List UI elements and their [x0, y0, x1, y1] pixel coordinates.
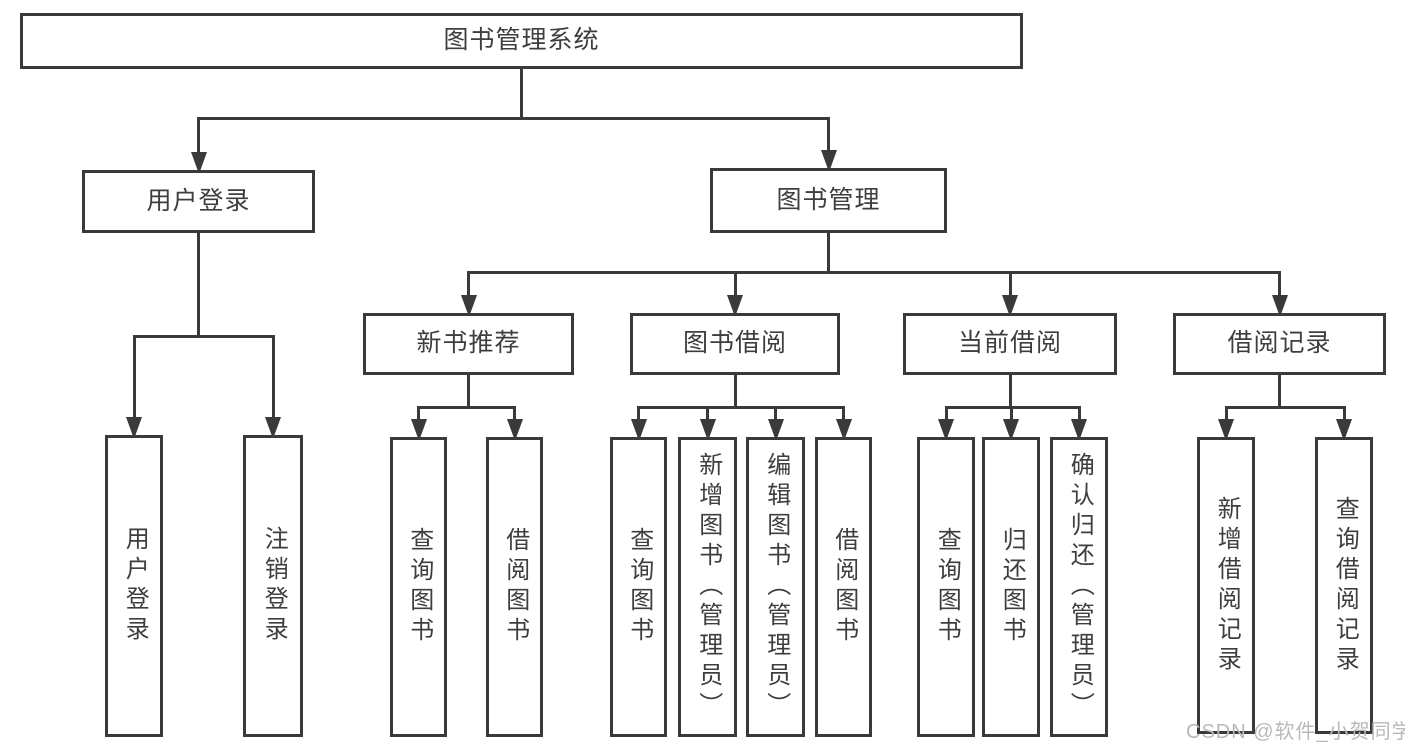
arrow-down-icon	[126, 417, 142, 439]
node-label: 用户登录	[146, 186, 251, 215]
arrow-down-icon	[938, 419, 954, 441]
node-label: 新增借阅记录	[1213, 495, 1241, 676]
connector-line	[520, 69, 523, 120]
connector-line	[467, 271, 470, 299]
node-label: 图书管理系统	[443, 26, 600, 55]
node-add-books-admin: 新增图书（管理员）	[678, 437, 737, 737]
node-label: 图书借阅	[682, 329, 787, 358]
node-current-borrowing: 当前借阅	[903, 313, 1117, 375]
node-logout: 注销登录	[243, 435, 303, 737]
node-label: 图书管理	[776, 185, 881, 214]
connector-line	[1009, 406, 1013, 423]
node-confirm-return-admin: 确认归还（管理员）	[1050, 437, 1108, 737]
node-label: 查询图书	[405, 527, 433, 647]
node-label: 借阅记录	[1227, 329, 1332, 358]
connector-line	[842, 406, 845, 423]
watermark: CSDN @软件_小贺同学	[1186, 721, 1405, 743]
connector-line	[197, 117, 200, 156]
connector-line	[513, 406, 516, 423]
node-book-borrowing: 图书借阅	[630, 313, 840, 375]
arrow-down-icon	[1071, 419, 1087, 441]
node-label: 编辑图书（管理员）	[762, 452, 790, 722]
arrow-down-icon	[506, 419, 523, 441]
arrow-down-icon	[1218, 419, 1234, 441]
connector-line	[417, 406, 516, 409]
node-borrow-books-2: 借阅图书	[815, 437, 872, 737]
node-query-borrow-record: 查询借阅记录	[1315, 437, 1373, 734]
node-return-books: 归还图书	[982, 437, 1040, 737]
connector-line	[1008, 271, 1012, 299]
connector-line	[1342, 406, 1346, 423]
connector-line	[467, 271, 1281, 274]
node-label: 注销登录	[260, 526, 288, 646]
connector-line	[1224, 406, 1346, 409]
node-label: 查询图书	[933, 527, 961, 647]
connector-line	[733, 375, 737, 409]
node-label: 确认归还（管理员）	[1066, 452, 1094, 722]
node-user-login: 用户登录	[105, 435, 163, 737]
connector-line	[637, 406, 845, 409]
connector-line	[197, 117, 830, 120]
arrow-down-icon	[1336, 419, 1352, 441]
arrow-down-icon	[1002, 295, 1018, 317]
connector-line	[1008, 375, 1012, 409]
connector-line	[1077, 406, 1081, 423]
arrow-down-icon	[1003, 419, 1019, 441]
connector-line	[827, 117, 830, 154]
arrow-down-icon	[630, 419, 647, 441]
connector-line	[944, 406, 948, 423]
connector-line	[1278, 375, 1281, 409]
node-label: 当前借阅	[957, 329, 1062, 358]
connector-line	[1224, 406, 1228, 423]
connector-line	[733, 271, 737, 299]
connector-line	[271, 335, 275, 421]
node-label: 借阅图书	[830, 527, 858, 647]
arrow-down-icon	[265, 417, 281, 439]
node-root: 图书管理系统	[20, 13, 1023, 69]
connector-line	[197, 233, 200, 338]
connector-line	[637, 406, 640, 423]
node-label: 新增图书（管理员）	[694, 452, 722, 722]
arrow-down-icon	[767, 419, 784, 441]
node-label: 用户登录	[121, 526, 149, 646]
connector-line	[774, 406, 777, 423]
arrow-down-icon	[1271, 295, 1288, 317]
arrow-down-icon	[835, 419, 852, 441]
arrow-down-icon	[820, 150, 837, 172]
node-add-borrow-record: 新增借阅记录	[1197, 437, 1255, 734]
node-new-book-recommend: 新书推荐	[363, 313, 574, 375]
node-query-books-1: 查询图书	[390, 437, 447, 737]
arrow-down-icon	[410, 419, 427, 441]
connector-line	[417, 406, 420, 423]
node-label: 新书推荐	[416, 329, 521, 358]
connector-line	[827, 233, 830, 274]
connector-line	[944, 406, 1081, 409]
connector-line	[1278, 271, 1281, 299]
node-user-login-group: 用户登录	[82, 170, 315, 233]
node-edit-books-admin: 编辑图书（管理员）	[746, 437, 805, 737]
connector-line	[132, 335, 275, 338]
node-label: 归还图书	[998, 527, 1026, 647]
connector-line	[467, 375, 470, 409]
node-query-books-2: 查询图书	[610, 437, 667, 737]
node-label: 查询图书	[625, 527, 653, 647]
connector-line	[706, 406, 709, 423]
node-label: 查询借阅记录	[1331, 495, 1359, 676]
node-query-books-3: 查询图书	[917, 437, 975, 737]
node-borrow-books-1: 借阅图书	[486, 437, 543, 737]
arrow-down-icon	[699, 419, 716, 441]
arrow-down-icon	[190, 152, 207, 174]
connector-line	[132, 335, 136, 421]
arrow-down-icon	[460, 295, 477, 317]
node-book-management: 图书管理	[710, 168, 947, 233]
node-borrowing-records: 借阅记录	[1173, 313, 1386, 375]
arrow-down-icon	[727, 295, 743, 317]
node-label: 借阅图书	[501, 527, 529, 647]
